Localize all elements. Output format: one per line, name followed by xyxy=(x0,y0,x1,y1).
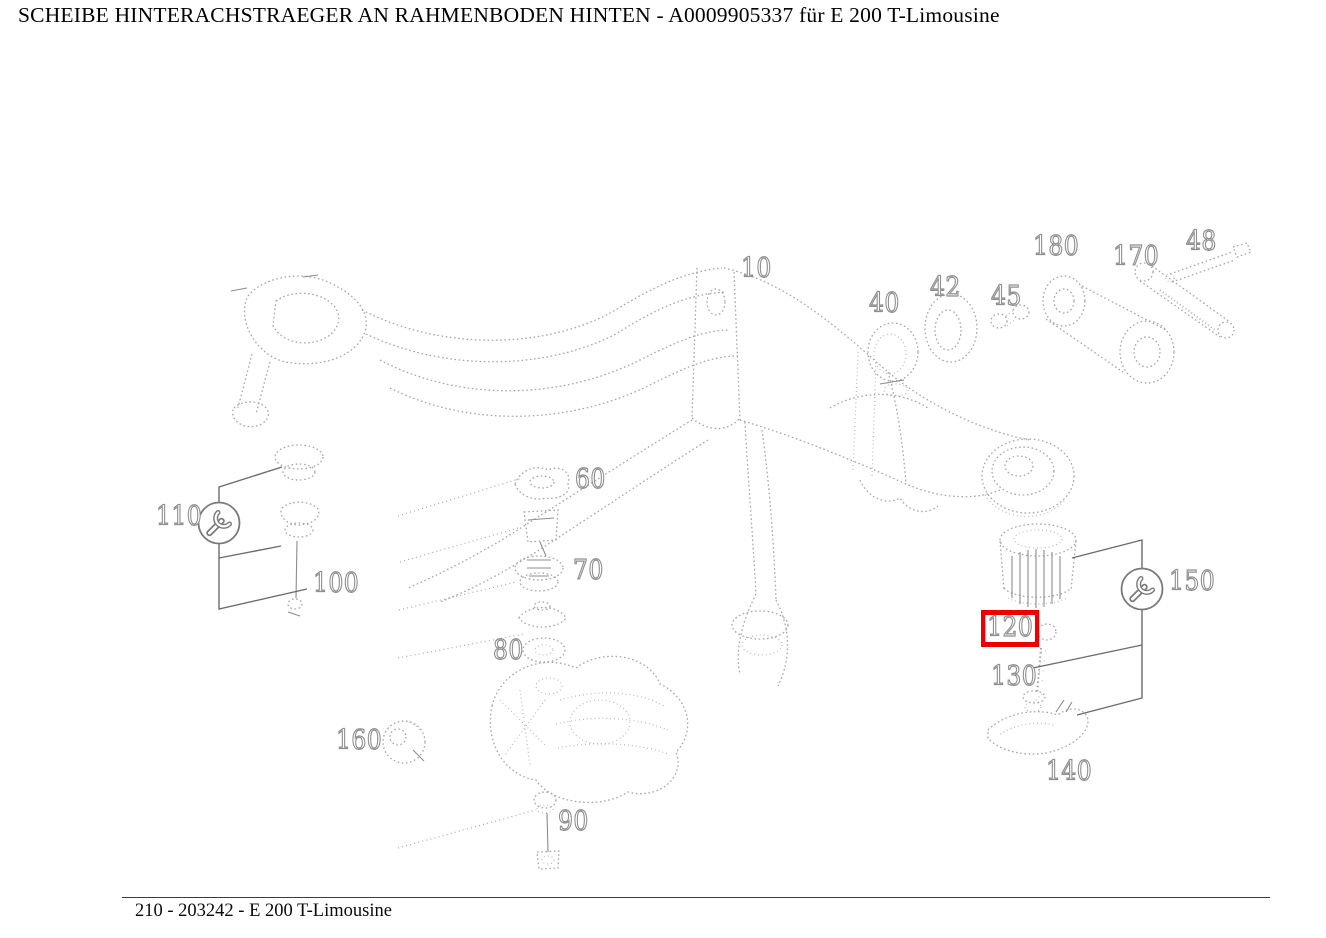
part-label-110[interactable]: 110 xyxy=(155,501,203,532)
sketch-solid-details xyxy=(230,274,1073,853)
footer-caption: 210 - 203242 - E 200 T-Limousine xyxy=(135,901,392,921)
tool-bracket-left xyxy=(218,466,308,610)
part-label-160[interactable]: 160 xyxy=(335,725,383,756)
leader-lines xyxy=(397,477,537,849)
part-label-45[interactable]: 45 xyxy=(990,281,1022,312)
part-label-130[interactable]: 130 xyxy=(990,661,1038,692)
part-label-170[interactable]: 170 xyxy=(1112,241,1160,272)
part-label-100[interactable]: 100 xyxy=(312,568,360,599)
part-label-140[interactable]: 140 xyxy=(1045,756,1093,787)
wrench-icon xyxy=(197,501,241,545)
part-label-70[interactable]: 70 xyxy=(572,555,604,586)
part-label-120-selected[interactable]: 120 xyxy=(981,610,1040,648)
subframe-sketch xyxy=(231,242,1252,870)
part-label-80[interactable]: 80 xyxy=(492,635,524,666)
page-title: SCHEIBE HINTERACHSTRAEGER AN RAHMENBODEN… xyxy=(18,3,1000,27)
sketch-texture xyxy=(387,273,1216,865)
part-label-150[interactable]: 150 xyxy=(1168,566,1216,597)
part-label-40[interactable]: 40 xyxy=(868,288,900,319)
part-label-10[interactable]: 10 xyxy=(740,253,772,284)
part-label-60[interactable]: 60 xyxy=(574,464,606,495)
tool-bracket-right xyxy=(1032,539,1143,716)
footer-divider xyxy=(122,897,1270,898)
part-label-42[interactable]: 42 xyxy=(929,272,961,303)
part-label-180[interactable]: 180 xyxy=(1032,231,1080,262)
part-label-48[interactable]: 48 xyxy=(1185,226,1217,257)
part-label-90[interactable]: 90 xyxy=(557,806,589,837)
wrench-icon xyxy=(1120,567,1164,611)
